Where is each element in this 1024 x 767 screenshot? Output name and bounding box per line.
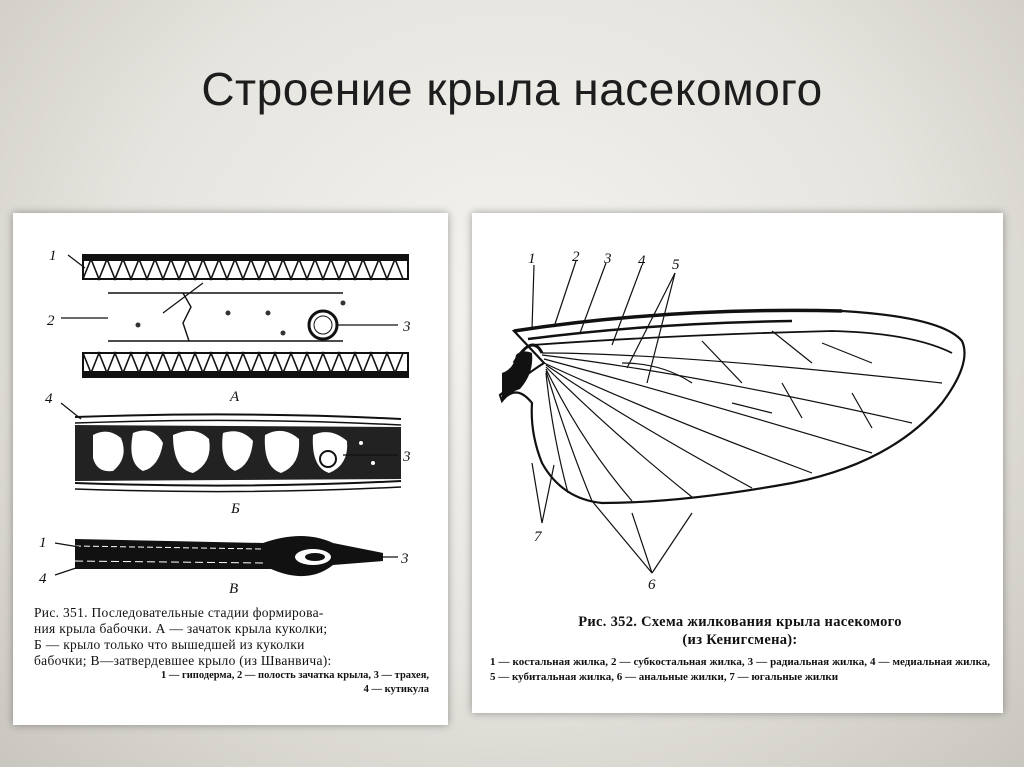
stage-b-label: Б (230, 501, 240, 517)
label-vein-7: 7 (534, 529, 543, 545)
label-b-4: 4 (45, 391, 53, 407)
label-vein-3: 3 (603, 251, 612, 267)
label-c-1: 1 (39, 535, 47, 551)
label-c-3: 3 (400, 551, 409, 567)
stage-a-label: А (229, 389, 240, 405)
caption-line: бабочки; В—затвердевшее крыло (из Шванви… (34, 653, 332, 668)
caption-line: (из Кенигсмена): (682, 632, 798, 648)
figure-351-panel: 1 2 3 А 4 3 Б (13, 213, 448, 725)
caption-line: Рис. 351. Последовательные стадии формир… (34, 605, 324, 620)
figure-351-caption: Рис. 351. Последовательные стадии формир… (34, 605, 429, 697)
label-c-4: 4 (39, 571, 47, 587)
label-vein-1: 1 (528, 251, 536, 267)
legend-line: 1 — гиподерма, 2 — полость зачатка крыла… (160, 670, 429, 681)
legend-line: 4 — кутикула (363, 684, 429, 695)
figure-352-caption: Рис. 352. Схема жилкования крыла насеком… (490, 613, 990, 685)
caption-line: ния крыла бабочки. А — зачаток крыла кук… (34, 621, 328, 636)
stage-c-label: В (229, 581, 238, 597)
wing-formation-illustration: 1 2 3 А 4 3 Б (39, 248, 411, 597)
label-vein-5: 5 (672, 257, 680, 273)
wing-venation-illustration: 1 2 3 4 5 7 6 (498, 249, 966, 593)
label-a-3: 3 (402, 319, 411, 335)
label-a-2: 2 (47, 313, 55, 329)
legend-text: 1 — костальная жилка, 2 — субкостальная … (490, 656, 990, 683)
stage-a-drawing: 1 2 3 А (47, 248, 411, 405)
stage-b-drawing: 4 3 Б (45, 391, 411, 517)
label-b-3: 3 (402, 449, 411, 465)
label-vein-6: 6 (648, 577, 656, 593)
caption-line: Рис. 352. Схема жилкования крыла насеком… (578, 614, 902, 630)
wing-outline (498, 309, 966, 505)
slide-title: Строение крыла насекомого (201, 63, 823, 115)
caption-line: Б — крыло только что вышедшей из куколки (34, 637, 305, 652)
stage-c-drawing: 1 4 3 В (39, 535, 409, 597)
figure-352-panel: 1 2 3 4 5 7 6 Рис. 352. Схема жилкования… (472, 213, 1003, 713)
label-vein-4: 4 (638, 253, 646, 269)
label-a-1: 1 (49, 248, 57, 264)
label-vein-2: 2 (572, 249, 580, 265)
